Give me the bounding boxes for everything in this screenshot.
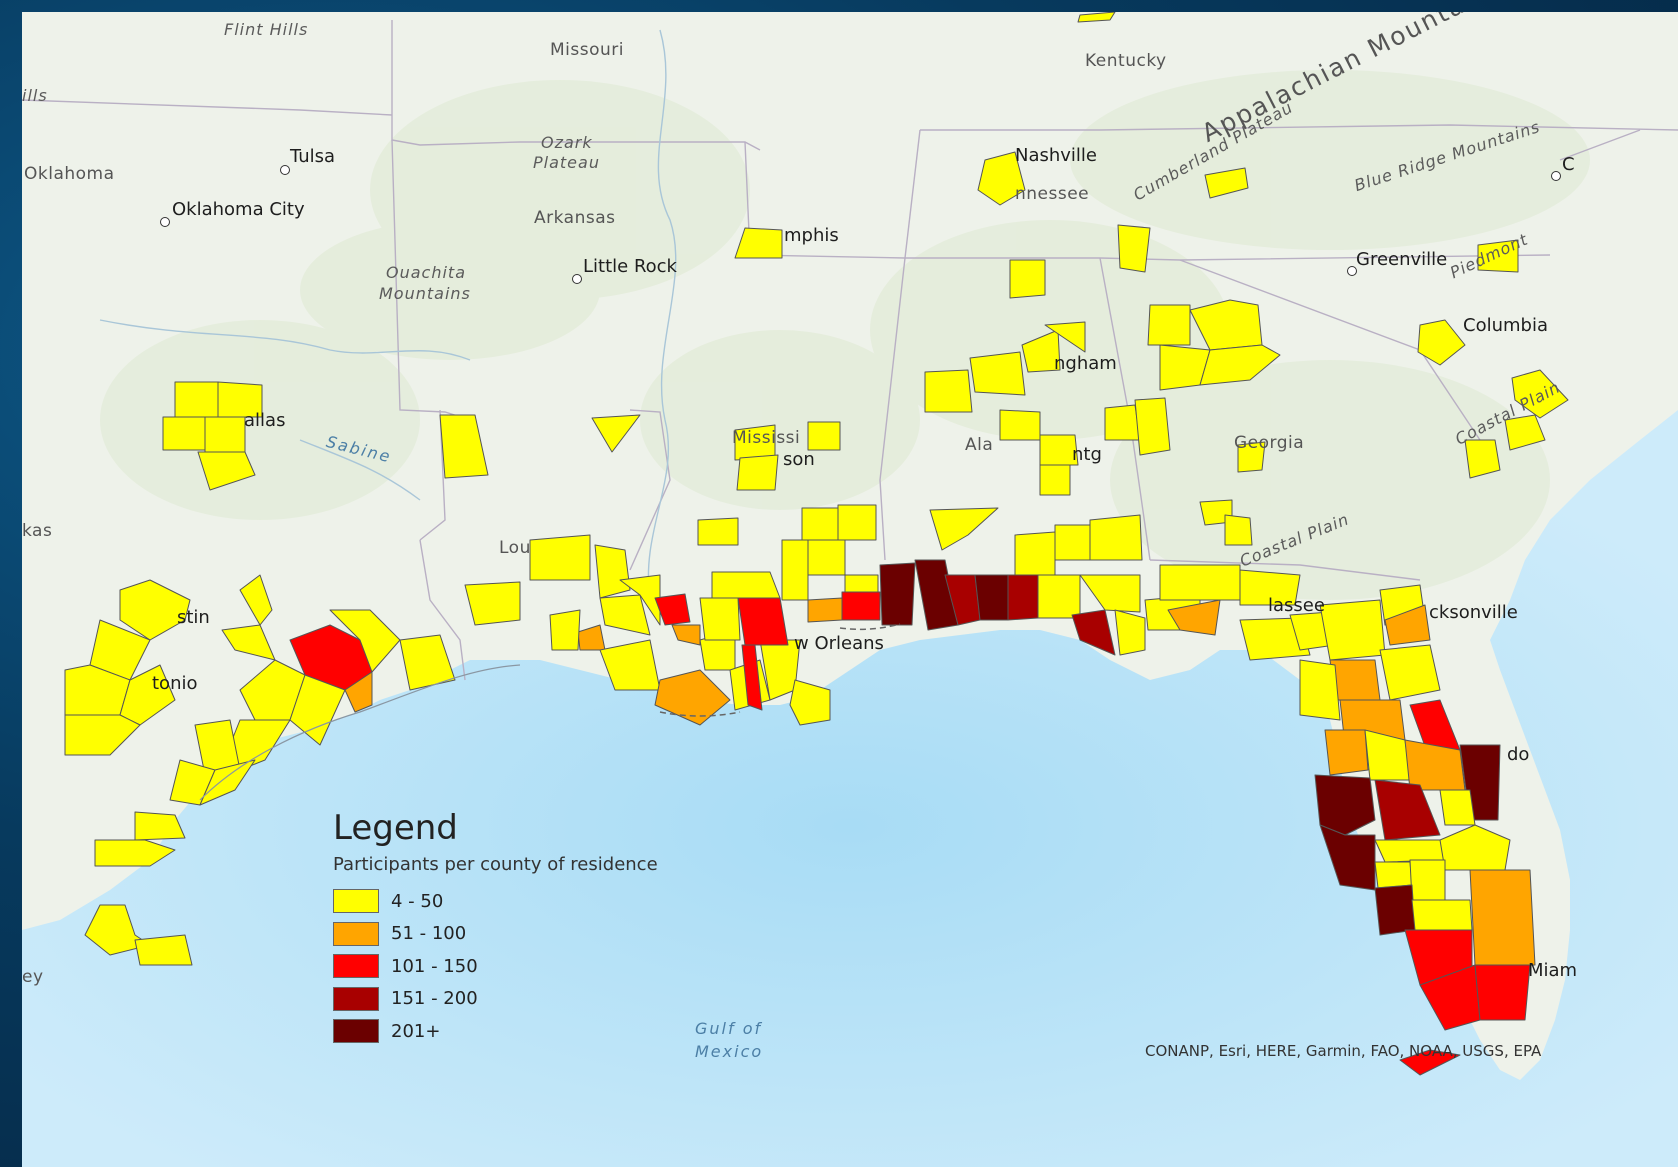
- label-dallas: allas: [244, 410, 286, 431]
- label-mexico: Mexico: [695, 1042, 764, 1061]
- legend-swatch: [333, 921, 379, 946]
- label-tallahassee: lassee: [1268, 595, 1325, 616]
- label-jackson: son: [783, 449, 815, 470]
- city-dot-oklahoma-city: [160, 217, 170, 227]
- label-nashville: Nashville: [1015, 145, 1098, 166]
- label-ozark: Ozark: [541, 133, 593, 152]
- label-flint-hills: Flint Hills: [224, 20, 309, 39]
- legend-label: 201+: [391, 1020, 441, 1042]
- label-tennessee: nnessee: [1015, 184, 1090, 204]
- city-dot-little-rock: [572, 274, 582, 284]
- label-columbia: Columbia: [1463, 315, 1548, 336]
- map-attribution: CONANP, Esri, HERE, Garmin, FAO, NOAA, U…: [1145, 1042, 1542, 1060]
- label-arkansas: Arkansas: [534, 208, 616, 228]
- legend-swatch: [333, 954, 379, 979]
- legend-item: 201+: [333, 1015, 658, 1048]
- rivers: [99, 29, 677, 601]
- terrain-shading: [100, 70, 1590, 600]
- label-tulsa: Tulsa: [290, 146, 336, 167]
- label-birmingham: ngham: [1054, 353, 1117, 374]
- legend-item: 101 - 150: [333, 950, 658, 983]
- legend-item: 4 - 50: [333, 885, 658, 918]
- label-austin: stin: [177, 607, 210, 628]
- label-plateau: Plateau: [533, 153, 600, 172]
- basemap: [22, 12, 1678, 1167]
- label-memphis: mphis: [784, 225, 839, 246]
- label-missouri: Missouri: [550, 40, 624, 60]
- label-oklahoma: Oklahoma: [24, 164, 115, 184]
- label-jacksonville: cksonville: [1429, 602, 1518, 623]
- label-orlando: do: [1507, 744, 1530, 765]
- label-oklahoma-city: Oklahoma City: [172, 199, 305, 220]
- label-little-rock: Little Rock: [583, 256, 677, 277]
- legend-item: 51 - 100: [333, 918, 658, 951]
- label-san-antonio: tonio: [152, 673, 198, 694]
- label-greenville: Greenville: [1356, 249, 1448, 270]
- gulf-of-mexico: [22, 410, 1678, 1167]
- legend-subtitle: Participants per county of residence: [333, 854, 658, 875]
- label-hills: ills: [22, 86, 48, 105]
- label-gulf-of: Gulf of: [695, 1019, 763, 1038]
- legend-swatch: [333, 986, 379, 1011]
- label-montgomery: ntg: [1072, 444, 1102, 465]
- label-louisiana: Lou: [499, 538, 531, 558]
- legend-swatch: [333, 889, 379, 914]
- legend-label: 51 - 100: [391, 923, 467, 945]
- map-frame[interactable]: Flint Hills ills Missouri Kentucky Appal…: [22, 12, 1678, 1167]
- coastline: [199, 664, 521, 801]
- label-ey: ey: [22, 967, 44, 987]
- label-miami: Miam: [1528, 960, 1578, 981]
- label-georgia: Georgia: [1234, 433, 1305, 453]
- legend-label: 4 - 50: [391, 890, 444, 912]
- city-dot-tulsa: [280, 165, 290, 175]
- label-alabama: Ala: [965, 435, 994, 455]
- label-ouachita: Ouachita: [386, 263, 466, 282]
- city-dot-greenville: [1347, 266, 1357, 276]
- legend-label: 101 - 150: [391, 955, 478, 977]
- legend-label: 151 - 200: [391, 988, 478, 1010]
- legend-title: Legend: [333, 808, 458, 848]
- legend: Legend Participants per county of reside…: [333, 808, 658, 1048]
- label-new-orleans: w Orleans: [794, 633, 884, 654]
- label-texas: kas: [22, 521, 53, 541]
- label-c-right: C: [1562, 154, 1575, 175]
- label-kentucky: Kentucky: [1085, 51, 1167, 71]
- city-dot-right: [1551, 171, 1561, 181]
- counties: [64, 12, 1569, 1076]
- legend-swatch: [333, 1019, 379, 1044]
- label-mountains: Mountains: [379, 284, 471, 303]
- legend-item: 151 - 200: [333, 983, 658, 1016]
- label-mississippi: Mississi: [732, 428, 801, 448]
- barrier-island: [659, 623, 901, 717]
